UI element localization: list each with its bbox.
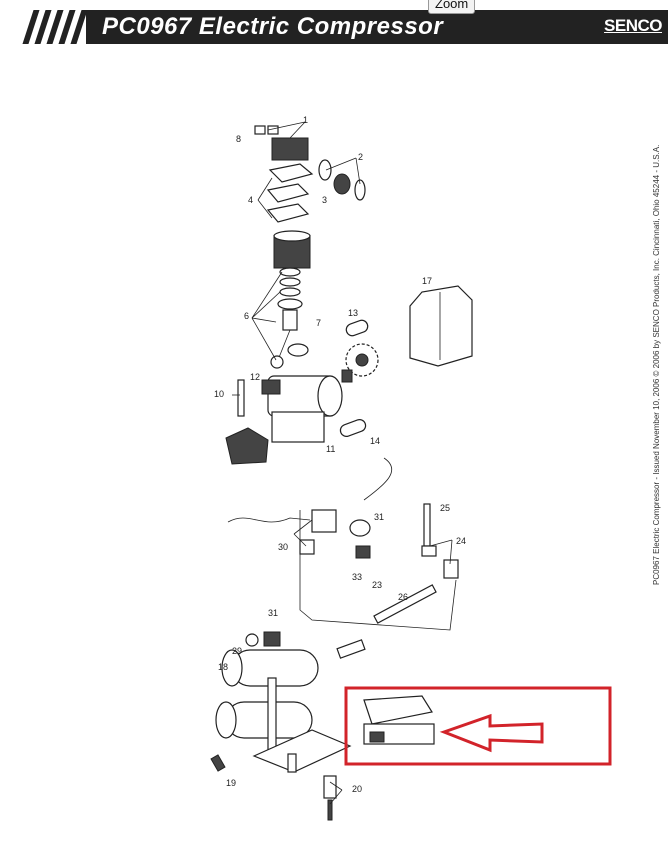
valve-assembly[interactable]: [318, 159, 366, 201]
callout-label: 7: [316, 318, 321, 328]
callout-label: 18: [218, 662, 228, 672]
header: PC0967 Electric Compressor SENCO Zoom: [0, 0, 672, 60]
tubes-and-fittings[interactable]: [299, 503, 459, 631]
callout-label: 33: [352, 572, 362, 582]
callout-label: 13: [348, 308, 358, 318]
callout-label: 19: [226, 778, 236, 788]
callout-label: 17: [422, 276, 432, 286]
pressure-switch-and-cord[interactable]: [227, 457, 393, 559]
callout-label: 12: [250, 372, 260, 382]
callout-label: 3: [322, 195, 327, 205]
callout-label: 31: [268, 608, 278, 618]
callout-label: 26: [398, 592, 408, 602]
callout-label: 29: [232, 646, 242, 656]
exploded-parts-diagram: 1 2 3 4 6 7 8 10 11 12 13 14 17 18 19 20…: [210, 115, 612, 821]
callout-label: 1: [303, 115, 308, 125]
brand-logo: SENCO: [604, 16, 662, 35]
callout-labels: 1 2 3 4 6 7 8 10 11 12 13 14 17 18 19 20…: [214, 115, 466, 794]
callout-label: 4: [248, 195, 253, 205]
fan-and-shroud[interactable]: [287, 285, 473, 438]
arrow-icon: [439, 713, 544, 753]
callout-label: 25: [440, 503, 450, 513]
bracket-slot: [369, 731, 385, 743]
callout-label: 10: [214, 389, 224, 399]
callout-label: 8: [236, 134, 241, 144]
zoom-button[interactable]: Zoom: [428, 0, 476, 14]
highlight-box: [344, 686, 612, 766]
header-bar: [86, 10, 668, 44]
callout-label: 23: [372, 580, 382, 590]
callout-label: 2: [358, 152, 363, 162]
head-assembly[interactable]: [254, 125, 314, 369]
tank-and-frame[interactable]: [210, 631, 366, 821]
page-title: PC0967 Electric Compressor: [102, 13, 444, 40]
leader-lines: [232, 121, 453, 805]
callout-label: 24: [456, 536, 466, 546]
bracket-part: [363, 695, 433, 725]
callout-label: 11: [326, 444, 335, 454]
callout-label: 6: [244, 311, 249, 321]
highlighted-bracket[interactable]: [344, 686, 612, 766]
callout-label: 30: [278, 542, 288, 552]
callout-label: 31: [374, 512, 384, 522]
callout-label: 14: [370, 436, 380, 446]
callout-label: 20: [352, 784, 362, 794]
motor-assembly[interactable]: [225, 375, 343, 465]
